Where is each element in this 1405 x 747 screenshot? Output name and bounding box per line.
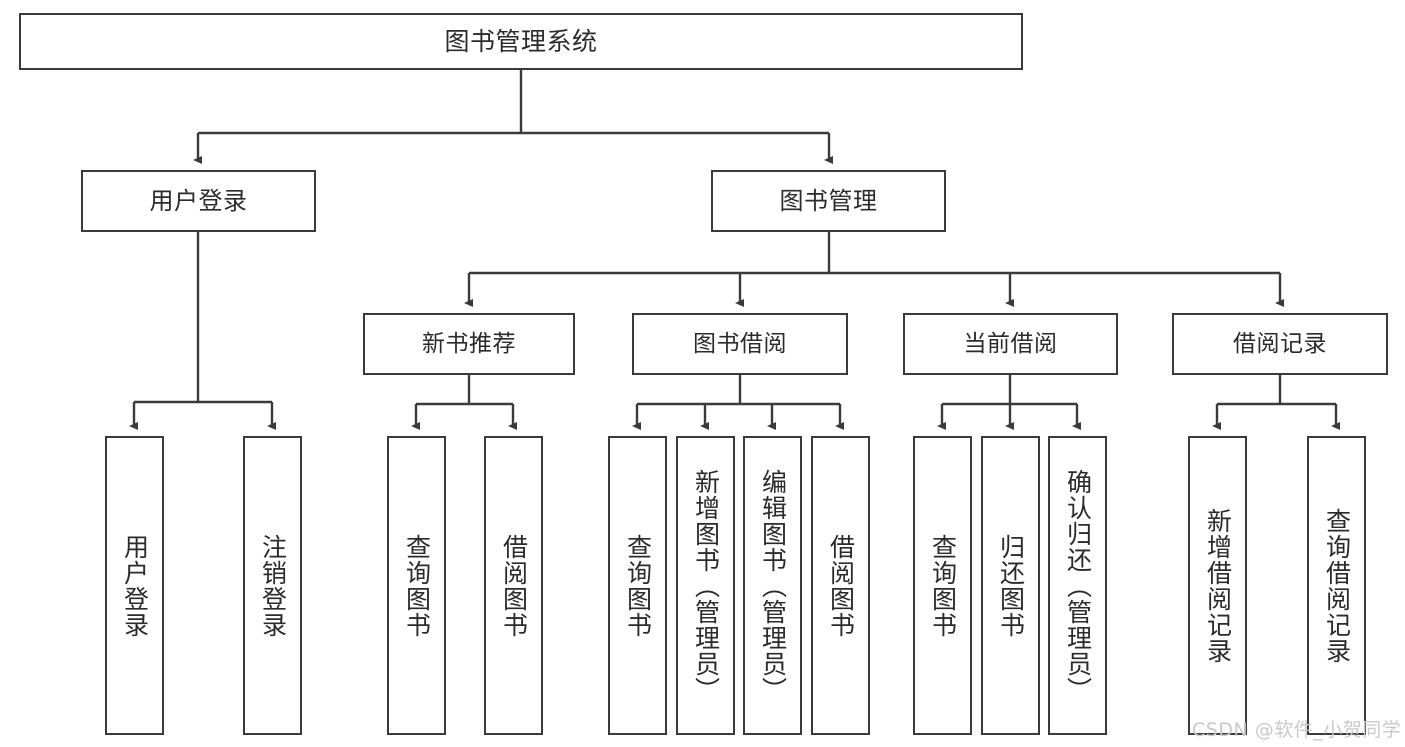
node-new-book-recommend[interactable]: 新书推荐 [363,313,575,375]
leaf-edit-book-admin[interactable]: 编辑图书（管理员） [743,436,802,735]
leaf-confirm-return-admin[interactable]: 确认归还（管理员） [1048,436,1107,735]
node-book-management[interactable]: 图书管理 [711,170,946,232]
leaf-user-login[interactable]: 用户登录 [105,436,164,735]
leaf-user-logout[interactable]: 注销登录 [243,436,302,735]
node-label: 查询图书 [402,533,432,638]
leaf-add-borrow-record[interactable]: 新增借阅记录 [1188,436,1247,735]
node-label: 借阅图书 [826,533,856,638]
node-label: 注销登录 [258,533,288,638]
leaf-query-borrow-record[interactable]: 查询借阅记录 [1307,436,1366,735]
node-user-login[interactable]: 用户登录 [81,170,316,232]
node-label: 新书推荐 [422,330,516,357]
leaf-borrow-book-recommend[interactable]: 借阅图书 [484,436,543,735]
node-label: 图书借阅 [693,330,787,357]
node-label: 用户登录 [149,187,248,215]
leaf-query-book-borrow[interactable]: 查询图书 [608,436,667,735]
node-current-borrow[interactable]: 当前借阅 [903,313,1118,375]
leaf-borrow-book[interactable]: 借阅图书 [811,436,870,735]
node-label: 确认归还（管理员） [1063,468,1093,703]
node-label: 编辑图书（管理员） [758,468,788,703]
node-label: 图书管理 [779,187,878,215]
node-label: 当前借阅 [963,330,1058,357]
leaf-query-book-current[interactable]: 查询图书 [913,436,972,735]
node-label: 新增图书（管理员） [691,468,721,703]
node-label: 借阅图书 [499,533,529,638]
node-root-system[interactable]: 图书管理系统 [19,13,1023,70]
node-label: 用户登录 [120,533,150,638]
node-label: 借阅记录 [1233,330,1327,357]
node-book-borrow[interactable]: 图书借阅 [632,313,848,375]
node-label: 新增借阅记录 [1203,507,1233,664]
leaf-return-book[interactable]: 归还图书 [981,436,1040,735]
node-borrow-record[interactable]: 借阅记录 [1172,313,1388,375]
leaf-query-book-recommend[interactable]: 查询图书 [387,436,446,735]
node-label: 查询图书 [623,533,653,638]
node-label: 图书管理系统 [444,27,598,56]
node-label: 查询图书 [928,533,958,638]
csdn-watermark: CSDN @软件_小贺同学 [1192,719,1402,741]
node-label: 归还图书 [996,533,1026,638]
node-label: 查询借阅记录 [1322,507,1352,664]
leaf-add-book-admin[interactable]: 新增图书（管理员） [676,436,735,735]
